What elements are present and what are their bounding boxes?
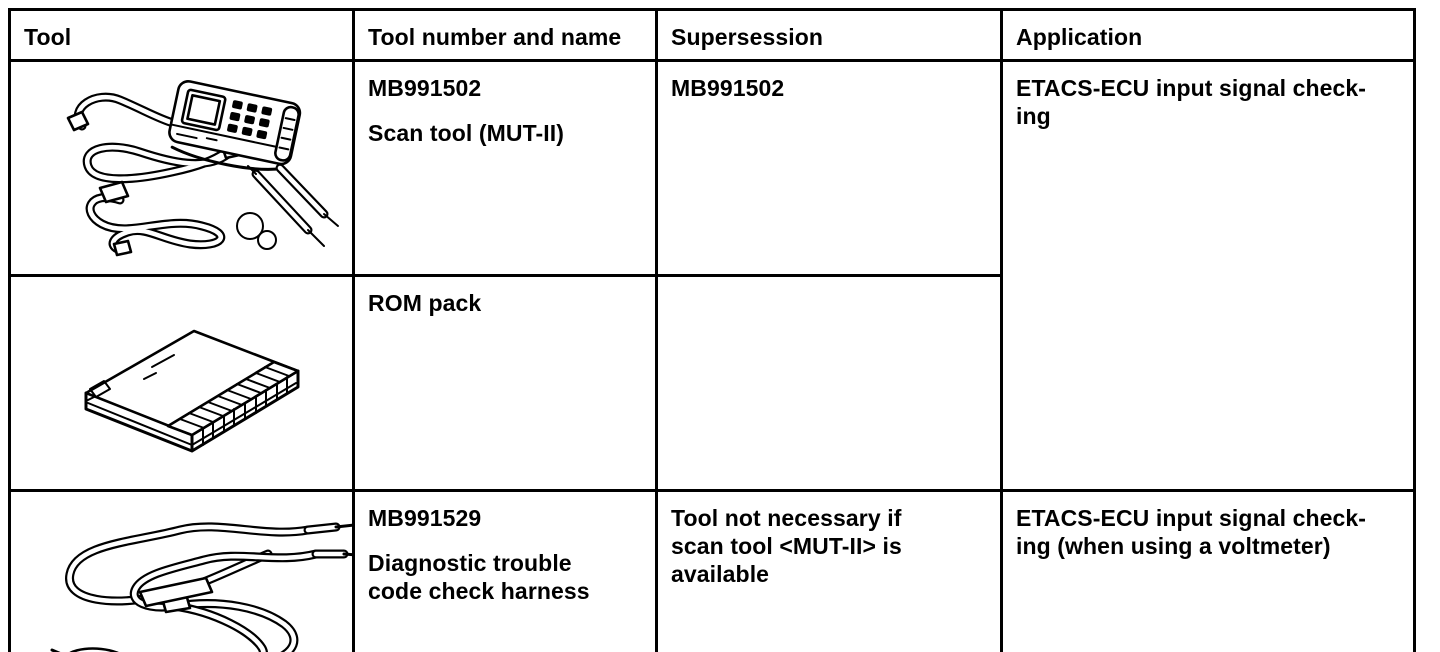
supersession-cell-empty [655, 274, 1003, 492]
application-text-line: ing [1016, 103, 1051, 129]
tool-name: Scan tool (MUT-II) [368, 120, 565, 146]
tool-name-line: Diagnostic trouble [368, 550, 572, 576]
table-row: ROM pack [8, 274, 1415, 492]
tool-number: ROM pack [368, 290, 482, 316]
supersession-text-line: available [671, 561, 770, 587]
tool-name-line: code check harness [368, 578, 590, 604]
supersession-text-line: Tool not necessary if [671, 505, 902, 531]
tool-number: MB991529 [368, 505, 482, 531]
rom-pack-illustration [84, 329, 300, 453]
application-cell: ETACS-ECU input signal check- ing [1000, 59, 1416, 492]
column-header-application: Application [1000, 8, 1416, 62]
diagnostic-harness-illustration [50, 522, 351, 652]
tool-number-and-name-cell: ROM pack [352, 274, 658, 492]
tool-number: MB991502 [368, 75, 482, 101]
column-header-supersession: Supersession [655, 8, 1003, 62]
tool-image-cell [8, 274, 355, 492]
supersession-text: MB991502 [671, 75, 785, 101]
column-header-tool: Tool [8, 8, 355, 62]
tool-image-cell [8, 59, 355, 277]
table-row: MB991529 Diagnostic trouble code check h… [8, 489, 1416, 652]
special-tools-table: Tool Tool number and name Supersession A… [8, 8, 1416, 652]
scan-tool-kit-illustration [66, 79, 339, 257]
header-row: Tool Tool number and name Supersession A… [8, 8, 1416, 62]
tool-number-and-name-cell: MB991502 Scan tool (MUT-II) [352, 59, 658, 277]
supersession-cell: MB991502 [655, 59, 1003, 277]
application-cell: ETACS-ECU input signal check- ing (when … [1000, 489, 1416, 652]
application-text-line: ing (when using a voltmeter) [1016, 533, 1331, 559]
tool-image-cell [8, 489, 355, 652]
table-row: MB991502 Scan tool (MUT-II) MB991502 ETA… [8, 59, 1416, 492]
tool-number-and-name-cell: MB991529 Diagnostic trouble code check h… [352, 489, 658, 652]
column-header-tool-number-and-name: Tool number and name [352, 8, 658, 62]
supersession-cell: Tool not necessary if scan tool <MUT-II>… [655, 489, 1003, 652]
application-text-line: ETACS-ECU input signal check- [1016, 75, 1367, 101]
application-text-line: ETACS-ECU input signal check- [1016, 505, 1367, 531]
supersession-text-line: scan tool <MUT-II> is [671, 533, 902, 559]
